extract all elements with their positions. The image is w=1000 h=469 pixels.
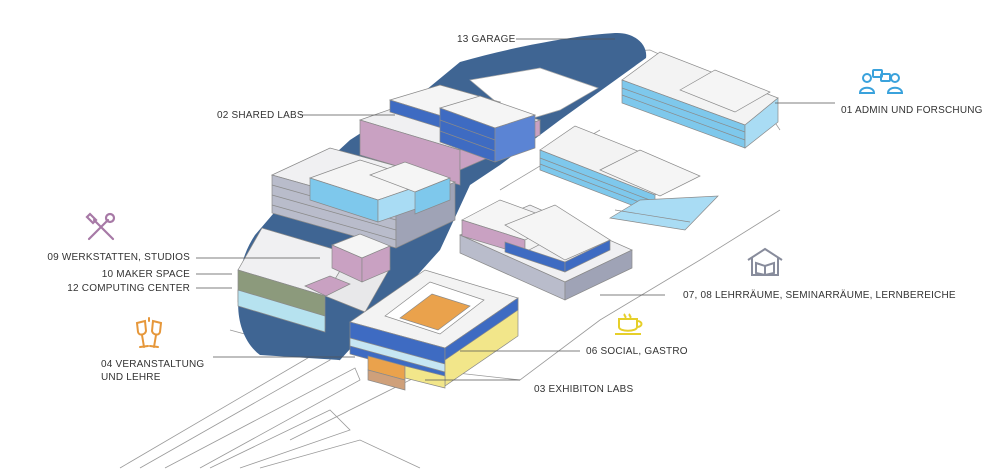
shared-labs-building xyxy=(358,84,542,186)
admin-building xyxy=(621,51,779,149)
label-garage: 13 GARAGE xyxy=(457,34,516,45)
label-computing-center: 12 COMPUTING CENTER xyxy=(67,283,190,294)
label-shared-labs: 02 SHARED LABS xyxy=(217,110,304,121)
coffee-cup-icon xyxy=(615,313,643,335)
people-talking-icon xyxy=(858,69,904,94)
label-maker-space: 10 MAKER SPACE xyxy=(101,269,190,280)
lehrraeume-building xyxy=(459,199,633,301)
leader-lines xyxy=(196,38,835,381)
werkstatten-building xyxy=(270,147,457,249)
maker-computing-building xyxy=(237,227,391,333)
label-exhibition: 03 EXHIBITON LABS xyxy=(534,384,634,395)
label-werkstatten: 09 WERKSTATTEN, STUDIOS xyxy=(47,252,190,263)
book-house-icon xyxy=(747,247,783,277)
label-admin: 01 ADMIN UND FORSCHUNG xyxy=(841,105,983,116)
champagne-glasses-icon xyxy=(135,317,163,348)
social-gastro-building xyxy=(349,269,519,391)
tools-icon xyxy=(85,212,116,241)
label-veranstaltung-line2: UND LEHRE xyxy=(101,372,161,383)
label-lehrraeume: 07, 08 LEHRRÄUME, SEMINARRÄUME, LERNBERE… xyxy=(683,290,956,301)
middle-research-building xyxy=(539,125,719,231)
label-veranstaltung-line1: 04 VERANSTALTUNG xyxy=(101,359,205,370)
label-social: 06 SOCIAL, GASTRO xyxy=(586,346,688,357)
